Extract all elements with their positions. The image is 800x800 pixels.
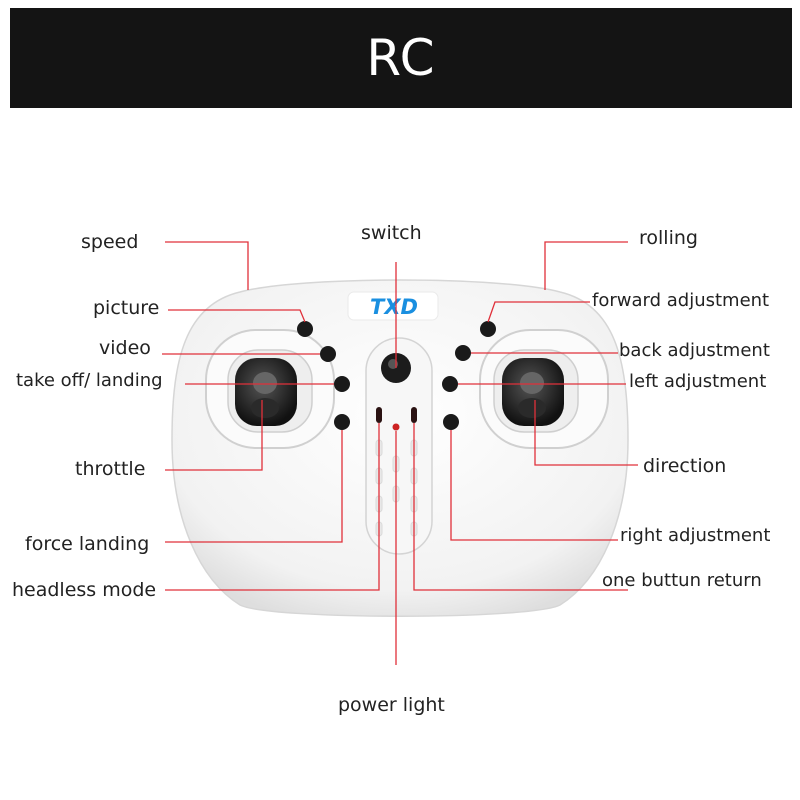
leader-speed [165,241,249,290]
forward-adjustment-button[interactable] [480,321,496,337]
leader-picture [168,309,306,323]
left-joystick[interactable] [235,358,297,426]
slot-right-indicator [411,407,417,423]
leader-return [413,423,628,591]
leader-headless [165,423,380,591]
picture-button[interactable] [297,321,313,337]
left-adjustment-button[interactable] [442,376,458,392]
leader-force [165,430,343,543]
take-off-landing-button[interactable] [334,376,350,392]
label-force-landing: force landing [25,533,150,555]
label-direction: direction [643,455,727,477]
leader-right-adj [450,430,618,541]
label-rolling: rolling [639,227,698,249]
slot-left-indicator [376,407,382,423]
power-light-led [392,423,400,431]
banner-title: RC [366,29,436,87]
title-banner: RC [10,8,792,108]
label-video: video [99,337,151,359]
logo-plate [347,291,439,321]
label-left-adjustment: left adjustment [629,371,767,392]
leader-forward [487,301,590,323]
leader-lines [162,241,638,665]
back-adjustment-button[interactable] [455,345,471,361]
label-throttle: throttle [75,458,146,480]
right-adjustment-button[interactable] [443,414,459,430]
label-one-button-return: one buttun return [602,570,762,591]
leader-direction [534,400,638,466]
label-power-light: power light [338,694,445,716]
force-landing-button[interactable] [334,414,350,430]
right-joystick[interactable] [502,358,564,426]
label-speed: speed [81,231,139,253]
txd-logo: TXD [370,295,418,319]
label-take-off-landing: take off/ landing [16,370,163,391]
label-forward-adjustment: forward adjustment [592,290,770,311]
label-picture: picture [93,297,160,319]
leader-rolling [544,241,628,290]
label-back-adjustment: back adjustment [619,340,770,361]
label-right-adjustment: right adjustment [620,525,771,546]
video-button[interactable] [320,346,336,362]
leader-throttle [165,400,263,471]
label-headless-mode: headless mode [12,579,157,601]
label-switch: switch [361,222,422,244]
